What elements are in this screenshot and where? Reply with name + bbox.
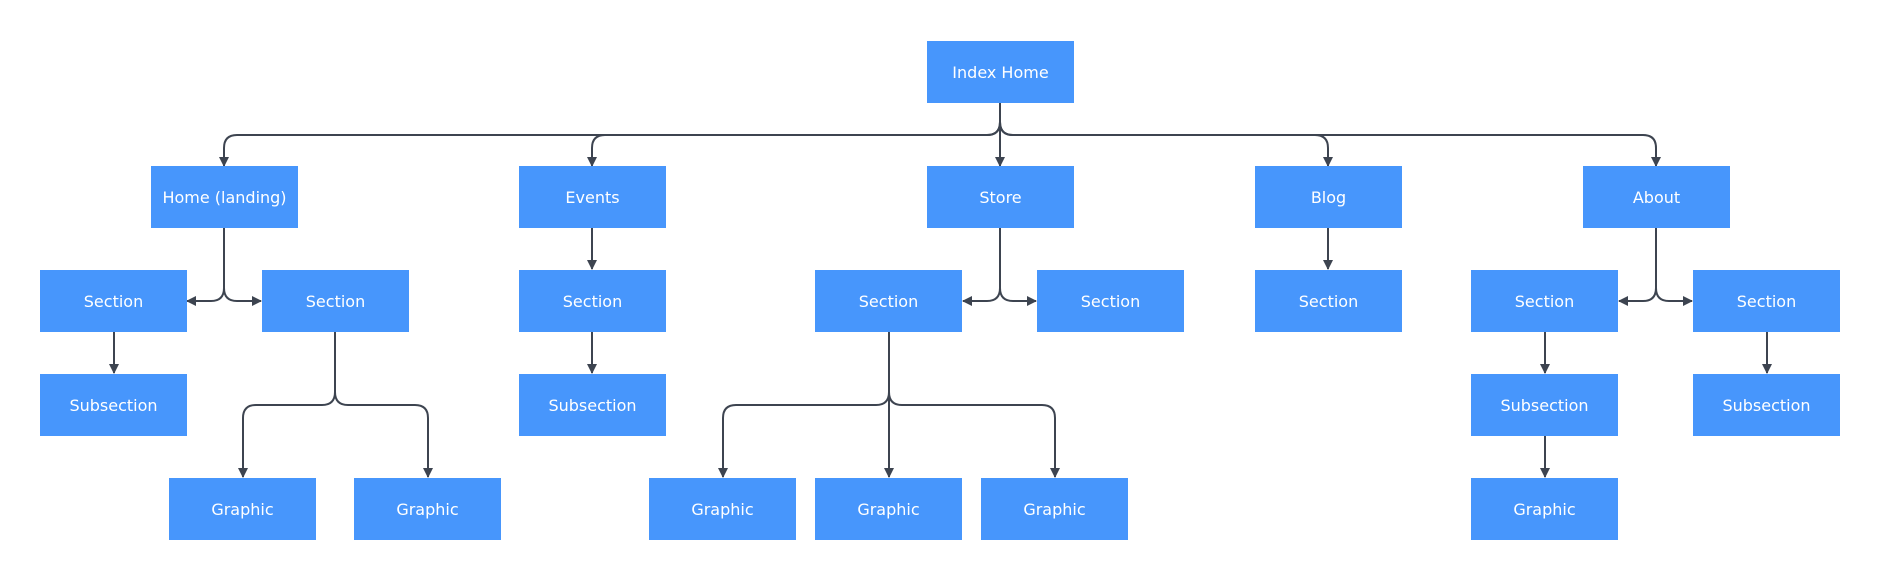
- connector-home-to-section-2: [223, 228, 262, 306]
- node-about-section-2[interactable]: Section: [1693, 270, 1840, 332]
- node-blog[interactable]: Blog: [1255, 166, 1402, 228]
- connector-home-section-to-graphic-2: [334, 332, 433, 478]
- node-home-landing[interactable]: Home (landing): [151, 166, 298, 228]
- node-store-graphic-3[interactable]: Graphic: [981, 478, 1128, 540]
- node-store[interactable]: Store: [927, 166, 1074, 228]
- connector-home-to-section-1: [186, 228, 225, 306]
- node-home-graphic-2[interactable]: Graphic: [354, 478, 501, 540]
- connector-store-to-section-2: [999, 228, 1037, 306]
- connector-store-section-to-graphic-1: [718, 332, 890, 478]
- node-store-section-1[interactable]: Section: [815, 270, 962, 332]
- connector-index-to-about: [999, 103, 1661, 167]
- connector-about-to-section-2: [1655, 228, 1693, 306]
- node-home-subsection[interactable]: Subsection: [40, 374, 187, 436]
- node-about[interactable]: About: [1583, 166, 1730, 228]
- node-blog-section[interactable]: Section: [1255, 270, 1402, 332]
- node-store-graphic-2[interactable]: Graphic: [815, 478, 962, 540]
- node-events-section[interactable]: Section: [519, 270, 666, 332]
- node-index-home[interactable]: Index Home: [927, 41, 1074, 103]
- node-about-graphic[interactable]: Graphic: [1471, 478, 1618, 540]
- node-home-section-1[interactable]: Section: [40, 270, 187, 332]
- node-home-graphic-1[interactable]: Graphic: [169, 478, 316, 540]
- node-store-graphic-1[interactable]: Graphic: [649, 478, 796, 540]
- node-home-section-2[interactable]: Section: [262, 270, 409, 332]
- node-events-subsection[interactable]: Subsection: [519, 374, 666, 436]
- node-events[interactable]: Events: [519, 166, 666, 228]
- node-about-section-1[interactable]: Section: [1471, 270, 1618, 332]
- node-store-section-2[interactable]: Section: [1037, 270, 1184, 332]
- connector-index-to-events: [587, 103, 1001, 167]
- connector-about-to-section-1: [1618, 228, 1657, 306]
- connector-store-to-section-1: [962, 228, 1001, 306]
- node-about-subsection-2[interactable]: Subsection: [1693, 374, 1840, 436]
- connector-home-section-to-graphic-1: [238, 332, 336, 478]
- connector-store-section-to-graphic-3: [888, 332, 1060, 478]
- node-about-subsection-1[interactable]: Subsection: [1471, 374, 1618, 436]
